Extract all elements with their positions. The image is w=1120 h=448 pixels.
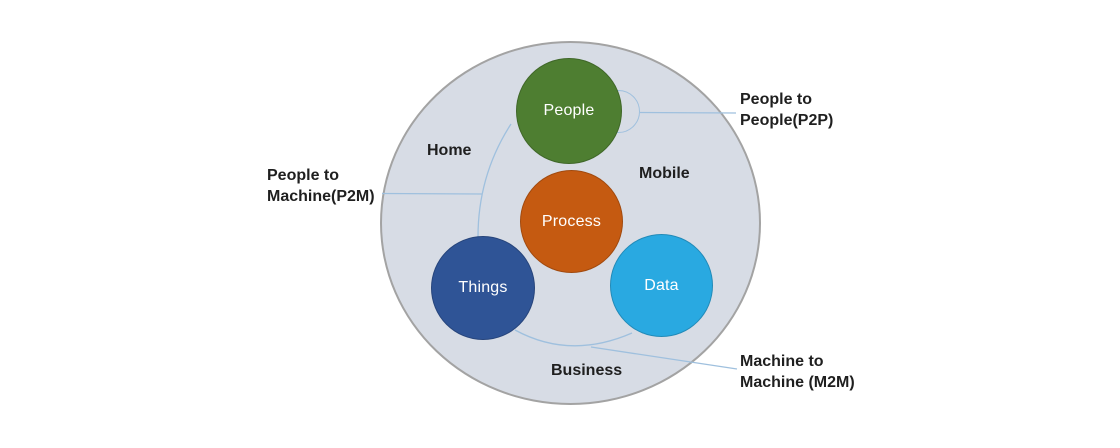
annotation-p2p: People to People(P2P) [740, 89, 833, 131]
node-process: Process [520, 170, 623, 273]
home-divider-arc [477, 123, 512, 238]
annotation-p2m-line1: People to [267, 167, 340, 184]
p2m-connector-line [381, 192, 483, 195]
node-people-label: People [543, 102, 595, 119]
p2p-connector-line [639, 111, 737, 114]
annotation-p2m: People to Machine(P2M) [267, 165, 375, 207]
node-data: Data [610, 234, 713, 337]
node-process-label: Process [541, 212, 602, 230]
region-label-home: Home [427, 142, 472, 159]
node-things: Things [431, 236, 535, 340]
annotation-p2p-line1: People to [740, 91, 813, 108]
annotation-p2p-line2: People(P2P) [740, 112, 834, 129]
region-label-business: Business [551, 362, 623, 379]
annotation-m2m-line1: Machine to [740, 353, 824, 370]
node-people: People [516, 58, 622, 164]
business-divider-arc [514, 329, 633, 347]
annotation-m2m: Machine to Machine (M2M) [740, 351, 855, 393]
node-data-label: Data [644, 276, 679, 294]
annotation-m2m-line2: Machine (M2M) [740, 374, 855, 391]
node-things-label: Things [458, 279, 508, 296]
m2m-connector-line [590, 346, 738, 370]
region-label-mobile: Mobile [639, 165, 690, 182]
annotation-p2m-line2: Machine(P2M) [267, 188, 375, 205]
